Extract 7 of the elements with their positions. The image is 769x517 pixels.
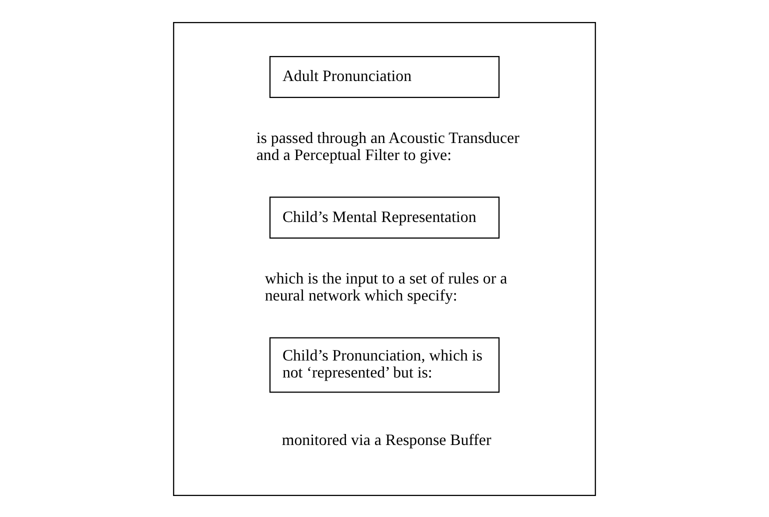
label: which is the input to a set of rules or a neural network which specify: [264,270,508,304]
node-box: Child’s Pronunciation, which is not ‘represented’ but is: [269,336,500,392]
label: monitored via a Response Buffer [282,432,492,449]
node-box: Child’s Mental Representation [269,196,500,238]
cluster [173,22,596,496]
node-box: Adult Pronunciation [269,56,500,98]
label: is passed through an Acoustic Transducer and a Perceptual Filter to give: [256,130,520,164]
